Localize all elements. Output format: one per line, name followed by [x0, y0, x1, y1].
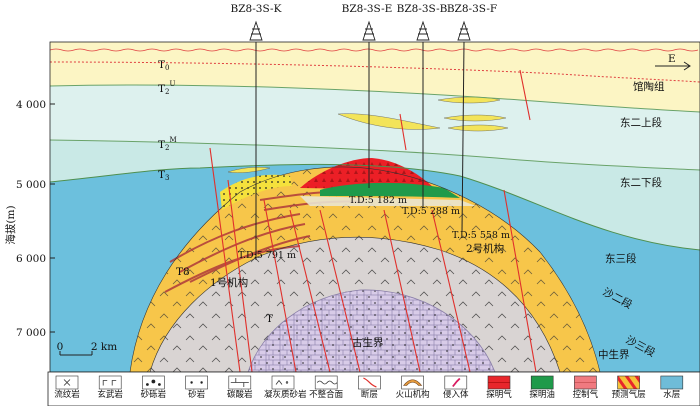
scale-end: 2 km — [91, 341, 117, 353]
volcanic-edifice-symbol — [401, 375, 424, 390]
y-axis-ticks — [50, 103, 55, 333]
well-bz8-3s-f — [457, 20, 471, 233]
well-label-f: BZ8-3S-F — [447, 3, 497, 15]
rhyolite-pattern — [55, 375, 79, 390]
td-label-f: T.D:5 558 m — [452, 230, 510, 241]
carbonate-pattern — [228, 375, 252, 390]
td-label-b: T.D:5 288 m — [402, 206, 460, 217]
formation-dong2-lower: 东二下段 — [620, 176, 662, 189]
derrick-icon — [362, 20, 376, 41]
horizon-t0: T0 — [158, 59, 169, 72]
controlled-gas-swatch — [574, 375, 597, 390]
sandstone-pattern — [185, 375, 208, 390]
tick-6000: 6 000 — [16, 253, 46, 265]
well-bz8-3s-b — [416, 20, 430, 208]
water-layer-swatch — [660, 375, 684, 390]
horizon-t8: T8 — [176, 266, 190, 278]
formation-paleozoic: 古生界 — [352, 336, 384, 349]
volcanic-edifice-1-label: 1号机构 — [210, 276, 248, 289]
proven-gas-body — [300, 158, 436, 190]
direction-label: E — [668, 53, 676, 65]
interbeds — [164, 190, 366, 293]
formation-guantao: 馆陶组 — [633, 80, 665, 93]
tuffaceous-sandstone-pattern — [271, 375, 295, 390]
volcanic-edifice-2-label: 2号机构 — [466, 242, 504, 255]
horizon-t2u: T2U — [158, 80, 175, 96]
y-axis-label: 海拔(m) — [4, 205, 17, 244]
scale-start: 0 — [57, 341, 64, 353]
scale-bar: 0 2 km — [57, 341, 117, 356]
well-label-e: BZ8-3S-E — [342, 3, 393, 15]
horizon-t2m: T2M — [158, 136, 177, 152]
fault-line — [358, 375, 381, 390]
well-label-k: BZ8-3S-K — [231, 3, 282, 15]
tick-4000: 4 000 — [16, 99, 46, 111]
formation-mesozoic: 中生界 — [598, 348, 630, 361]
well-bz8-3s-k — [249, 20, 263, 260]
derrick-icon — [416, 20, 430, 41]
glutenite-pattern — [142, 375, 165, 390]
faults — [209, 69, 537, 372]
td-label-k: T.D:5 791 m — [238, 250, 296, 261]
derrick-icon — [457, 20, 471, 41]
east-arrow: E — [655, 53, 691, 71]
horizon-lines — [50, 61, 700, 372]
formation-dong2-upper: 东二上段 — [620, 116, 662, 129]
proven-oil-body — [320, 182, 460, 198]
proven-oil-swatch — [530, 375, 554, 390]
legend — [47, 371, 700, 406]
horizon-t3: T3 — [158, 169, 169, 182]
basalt-pattern — [98, 375, 122, 390]
intrusion-symbol — [444, 375, 468, 390]
well-bz8-3s-e — [362, 20, 376, 188]
horizon-tg: T — [266, 313, 273, 325]
proven-gas-swatch — [487, 375, 511, 390]
td-label-e: T.D:5 182 m — [349, 195, 407, 206]
derrick-icon — [249, 20, 263, 41]
unconformity-line — [314, 375, 338, 390]
well-label-b: BZ8-3S-B — [397, 3, 448, 15]
predicted-gas-swatch — [617, 375, 640, 390]
tick-5000: 5 000 — [16, 179, 46, 191]
formation-dong3: 东三段 — [605, 252, 637, 265]
tick-7000: 7 000 — [16, 327, 46, 339]
